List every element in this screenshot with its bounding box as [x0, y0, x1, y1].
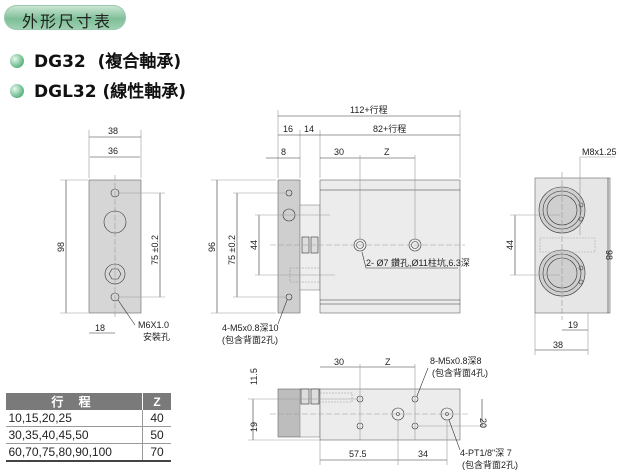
z-cell: 50	[142, 426, 171, 444]
model-bearing: (複合軸承)	[97, 52, 182, 72]
model-code: DG32	[34, 52, 86, 72]
bullet-icon	[10, 54, 24, 68]
dim-11-5: 11.5	[249, 368, 259, 385]
side-view	[211, 110, 465, 325]
dim-width: 38	[553, 340, 563, 350]
dim-plate: 16	[283, 124, 293, 134]
thread-label: M8x1.25	[582, 147, 617, 157]
dim-20: 20	[478, 418, 488, 428]
dim-body-length: 82+行程	[373, 123, 406, 134]
dim-57-5: 57.5	[349, 449, 367, 459]
dim-19: 19	[249, 422, 259, 432]
dim-plate-hole: 8	[281, 147, 286, 157]
bore-note: 2- Ø7 鑽孔,Ø11柱坑,6.3深	[366, 257, 470, 268]
dim-rod-pitch: 44	[249, 240, 259, 250]
dim-rod-pitch: 44	[505, 240, 515, 250]
model-dgl32: DGL32 (線性軸承)	[10, 77, 186, 102]
section-header: 外形尺寸表	[4, 5, 126, 31]
z-cell: 40	[142, 410, 171, 427]
bullet-icon	[10, 84, 24, 98]
dim-offset: 18	[95, 323, 105, 333]
model-bearing: (線性軸承)	[102, 82, 187, 102]
stroke-cell: 10,15,20,25	[5, 410, 143, 427]
dim-total-length: 112+行程	[350, 104, 388, 115]
dim-30: 30	[334, 357, 344, 367]
dim-34: 34	[418, 449, 428, 459]
end-view	[510, 156, 615, 355]
dim-gap: 14	[304, 124, 314, 134]
dim-width-inner: 36	[108, 146, 118, 156]
dim-z: Z	[385, 357, 391, 367]
tap-note: 4-M5x0.8深10	[222, 323, 279, 333]
dim-height: 98	[56, 242, 66, 252]
tap-note-2: (包含背面4孔)	[432, 367, 488, 378]
dim-pitch: 75 ±0.2	[150, 235, 160, 265]
stroke-cell: 30,35,40,45,50	[5, 426, 143, 444]
dim-width-outer: 38	[108, 126, 118, 136]
stroke-cell: 60,70,75,80,90,100	[5, 443, 143, 462]
top-view	[248, 364, 486, 465]
front-view	[60, 130, 165, 334]
port-note-2: (包含背面2孔)	[462, 459, 518, 470]
model-code: DGL32	[34, 82, 97, 102]
dim-hole1: 30	[334, 147, 344, 157]
dim-pitch: 75 ±0.2	[227, 235, 237, 265]
port-note: 4-PT1/8"深 7	[460, 448, 512, 458]
section-title: 外形尺寸表	[22, 12, 113, 31]
table-header: 行 程 Z	[5, 393, 171, 410]
dim-hole-pitch: Z	[384, 147, 390, 157]
tap-note: 8-M5x0.8深8	[430, 356, 482, 366]
thread-label: M6X1.0	[138, 320, 169, 330]
thread-note: 安裝孔	[143, 331, 170, 342]
tap-note-2: (包含背面2孔)	[222, 334, 278, 345]
dim-offset: 19	[568, 320, 578, 330]
header-z: Z	[142, 393, 171, 410]
model-dg32: DG32 (複合軸承)	[10, 47, 181, 72]
dim-height: 96	[207, 242, 217, 252]
z-cell: 70	[142, 443, 171, 462]
header-stroke: 行 程	[5, 393, 143, 410]
dim-height: 98	[604, 250, 614, 260]
